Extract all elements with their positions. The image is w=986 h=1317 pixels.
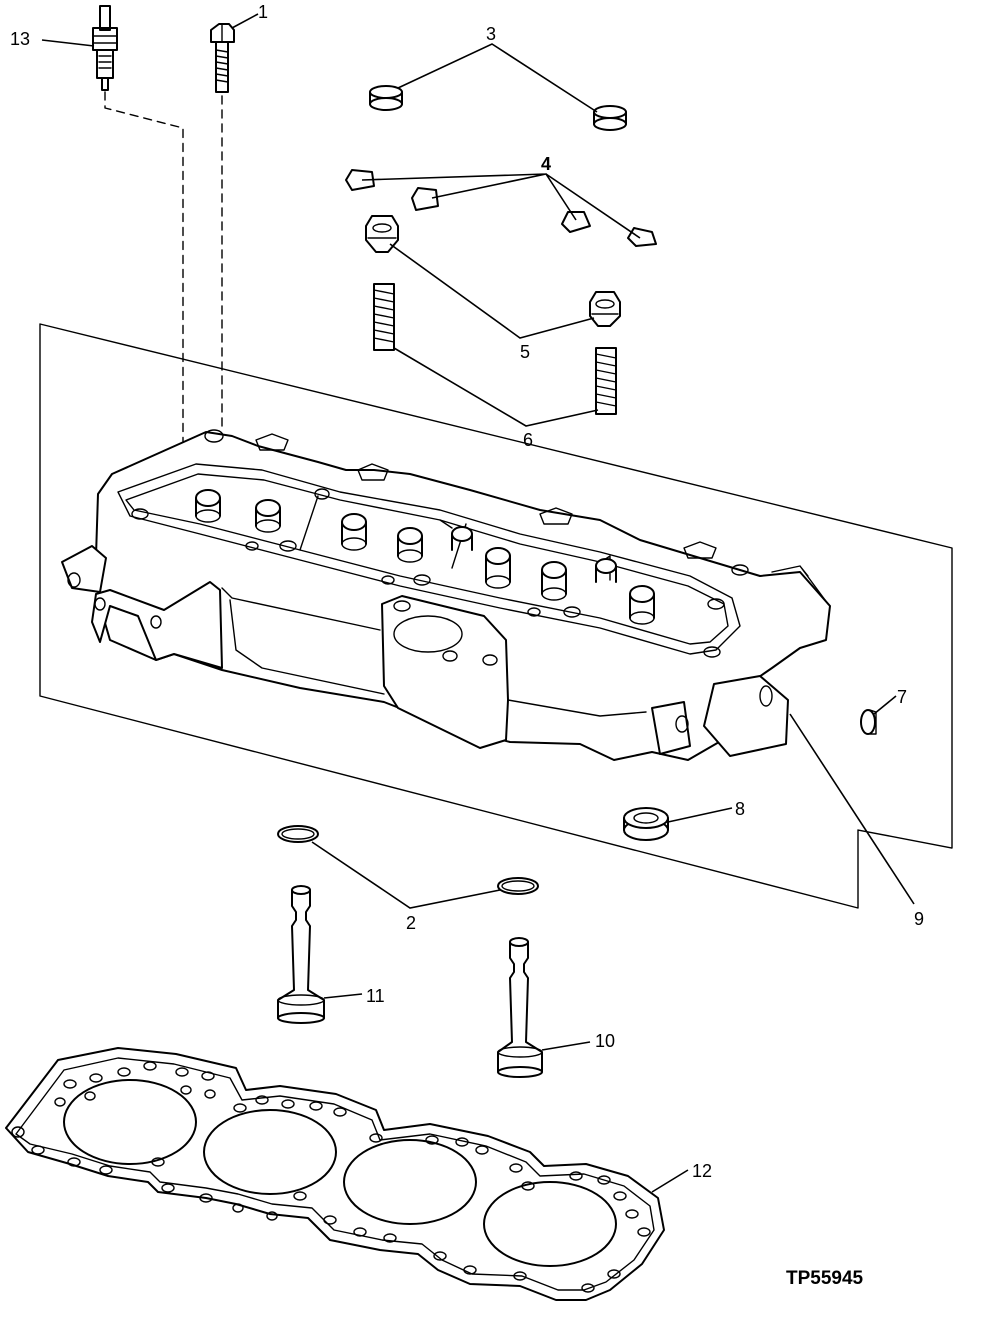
callout-5-leader [389,243,595,339]
callout-3: 3 [486,24,497,44]
part-12-head-gasket [5,1047,665,1301]
part-1-cap-screw [210,23,235,93]
part-7-plug [860,709,877,735]
callout-9-leader [789,713,915,905]
callout-4-leader [361,173,641,239]
callout-1: 1 [258,2,269,22]
callout-11: 11 [366,986,385,1006]
part-4-retainer-locks [345,169,657,247]
callout-1-leader [231,13,259,29]
part-5-spring-retainer-left [365,215,399,253]
callout-2-leader [311,841,501,909]
part-8-seal [623,807,669,841]
part-9-reference-panel [39,323,953,909]
part-2-o-ring-right [497,877,539,895]
callout-8: 8 [735,799,746,819]
callout-13-leader [41,39,95,47]
callout-10: 10 [595,1031,616,1051]
callout-6-leader [393,347,599,427]
callout-13: 13 [10,29,31,49]
callout-8-leader [667,807,733,823]
callout-7-leader [873,695,897,715]
part-3-valve-cap-right [593,105,627,131]
callout-2: 2 [406,913,417,933]
callout-12-leader [651,1169,689,1193]
callout-10-leader [541,1041,591,1051]
figure-id: TP55945 [786,1268,864,1289]
part-9-cylinder-head [61,429,831,761]
part-3-valve-cap-left [369,85,403,111]
part-5-spring-retainer-right [589,291,621,327]
part-11-valve [277,885,325,1024]
part-13-install-path [104,91,184,461]
callout-4: 4 [541,154,552,174]
part-6-valve-spring-right [595,347,617,415]
callout-5: 5 [520,342,531,362]
part-6-valve-spring-left [373,283,395,351]
part-2-o-ring-left [277,825,319,843]
callout-11-leader [323,993,363,999]
callout-3-leader [397,43,598,113]
callout-7: 7 [897,687,908,707]
callout-6: 6 [523,430,534,450]
part-10-valve [497,937,543,1078]
part-13-glow-plug [92,5,118,91]
callout-12: 12 [692,1161,713,1181]
callout-9: 9 [914,909,925,929]
